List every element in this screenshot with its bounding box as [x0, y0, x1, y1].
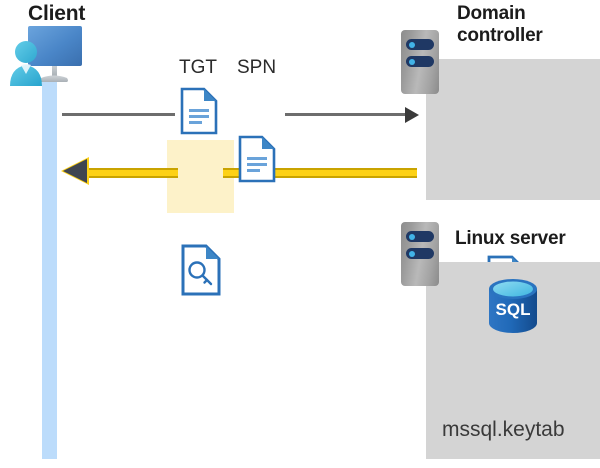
spn-label: SPN: [237, 57, 277, 78]
sql-database-icon: SQL: [482, 277, 544, 340]
spn-document-icon: [238, 135, 600, 183]
linux-server-title: Linux server: [455, 228, 566, 249]
request-arrowhead-icon: [405, 107, 419, 123]
server-bay-icon: [406, 56, 434, 67]
server-bay-icon: [406, 248, 434, 259]
sql-badge-label: SQL: [496, 300, 531, 319]
request-line-left-segment: [62, 113, 175, 116]
domain-controller-panel: [426, 59, 600, 200]
server-bay-icon: [406, 231, 434, 242]
server-bay-icon: [406, 39, 434, 50]
tgt-label: TGT: [179, 57, 217, 78]
client-workstation-icon: [8, 24, 100, 88]
domain-controller-title: Domain controller: [457, 3, 543, 47]
response-line-left-segment: [78, 168, 178, 178]
linux-server-server-icon: [401, 222, 439, 286]
client-title: Client: [28, 2, 86, 25]
client-lifeline: [42, 78, 57, 459]
response-line-right-segment: [223, 168, 417, 178]
tgt-document-icon: [180, 87, 600, 135]
domain-controller-server-icon: [401, 30, 439, 94]
response-arrowhead-icon: [63, 159, 87, 183]
keytab-filename-label: mssql.keytab: [442, 418, 565, 441]
request-line-right-segment: [285, 113, 407, 116]
key-document-icon: [181, 244, 600, 296]
response-highlight-box: [167, 140, 234, 213]
